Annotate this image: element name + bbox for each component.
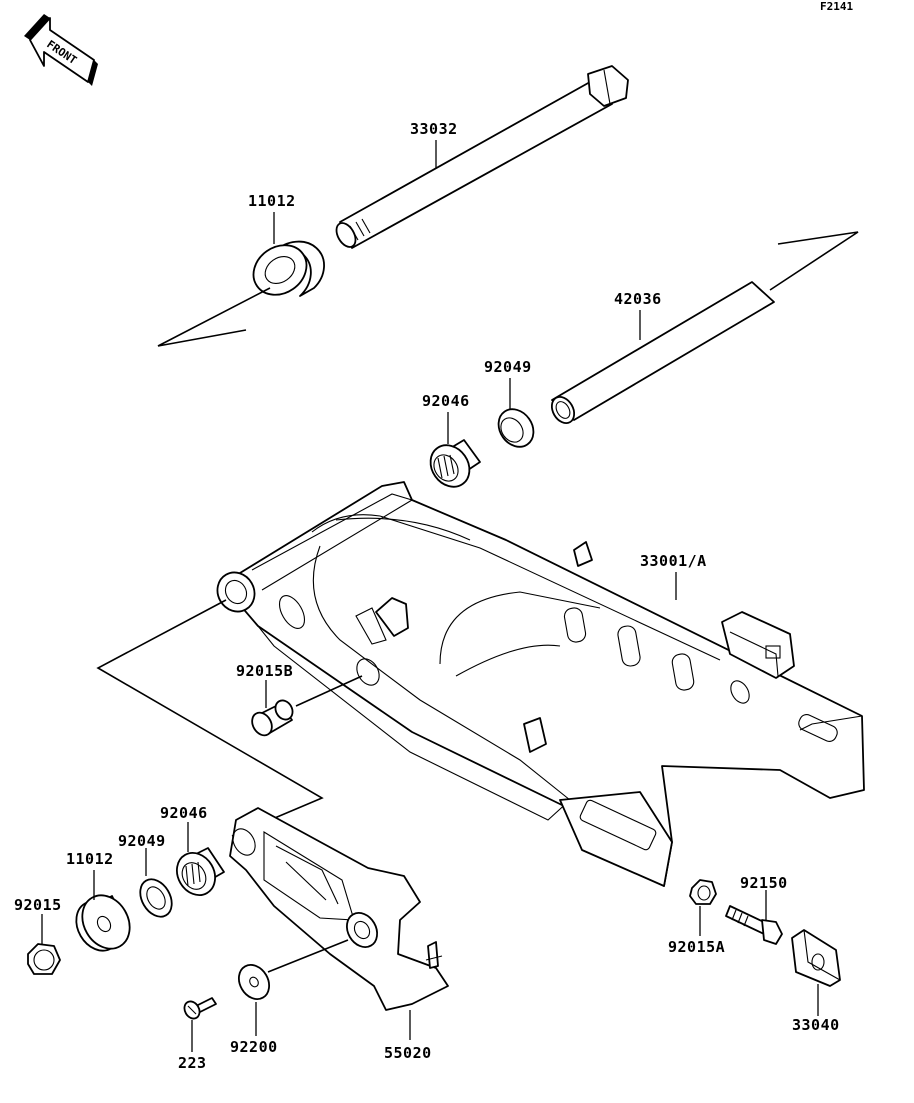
label-92046-top: 92046 — [422, 392, 470, 410]
bracket-part — [229, 807, 449, 1011]
label-11012-top: 11012 — [248, 192, 296, 210]
alignment-line-top-left — [157, 287, 271, 347]
nut-a-part — [689, 879, 717, 905]
label-92049-bot: 92049 — [118, 832, 166, 850]
bushing-part — [251, 699, 294, 737]
collar-top-part — [252, 240, 325, 297]
pivot-shaft-part — [335, 65, 629, 249]
label-33001: 33001/A — [640, 552, 707, 570]
block-part — [791, 929, 841, 987]
alignment-line-92015B — [295, 675, 363, 707]
bolt-part — [725, 905, 783, 945]
collar-bottom-part — [75, 894, 131, 952]
label-92046-bot: 92046 — [160, 804, 208, 822]
label-223: 223 — [178, 1054, 207, 1072]
label-55020: 55020 — [384, 1044, 432, 1062]
tube-part — [550, 281, 775, 425]
diagram-code: F2141 — [820, 0, 853, 13]
front-arrow-icon: FRONT — [24, 14, 98, 86]
label-92150: 92150 — [740, 874, 788, 892]
label-92015: 92015 — [14, 896, 62, 914]
swingarm-part — [216, 481, 865, 887]
alignment-line-92200 — [267, 939, 349, 973]
screw-part — [183, 997, 217, 1020]
label-92015B: 92015B — [236, 662, 293, 680]
bearing-bottom-part — [176, 847, 225, 896]
label-92200: 92200 — [230, 1038, 278, 1056]
label-92049-top: 92049 — [484, 358, 532, 376]
label-92015A: 92015A — [668, 938, 725, 956]
label-11012-bot: 11012 — [66, 850, 114, 868]
alignment-line-top-right — [769, 231, 859, 291]
seal-bottom-part — [139, 878, 173, 918]
label-33040: 33040 — [792, 1016, 840, 1034]
alignment-line-left — [96, 599, 324, 837]
seal-top-part — [497, 408, 535, 448]
label-33032: 33032 — [410, 120, 458, 138]
washer-part — [238, 964, 270, 1000]
label-42036: 42036 — [614, 290, 662, 308]
bearing-top-part — [429, 439, 481, 488]
nut-part — [27, 943, 61, 975]
